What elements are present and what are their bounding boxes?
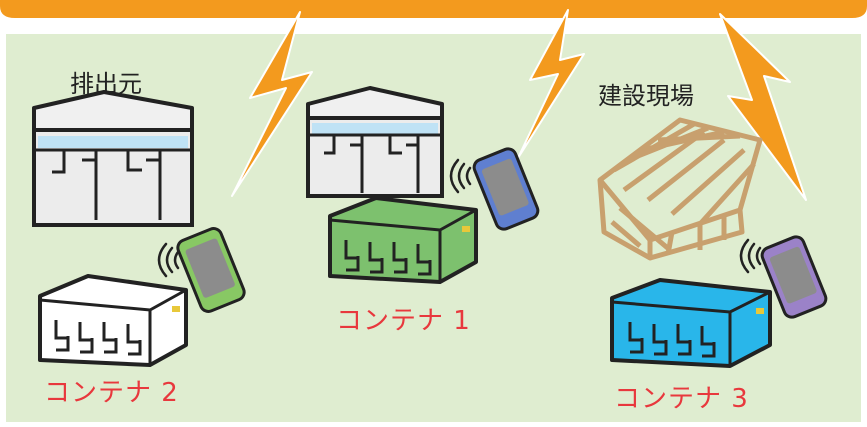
construction-frame-icon [597,117,763,261]
top-band [0,0,867,18]
container-2-label: コンテナ 2 [44,378,179,408]
smartphone-icon [472,147,540,231]
construction-site-label: 建設現場 [598,82,694,110]
container-3-label: コンテナ 3 [614,384,749,414]
source-label: 排出元 [70,70,142,98]
lightning-icon [231,11,313,197]
container-1-label: コンテナ 1 [336,306,471,336]
smartphone-icon [760,235,828,319]
smartphone-icon [176,227,246,313]
lightning-icon [719,13,807,201]
container-icon [38,274,188,367]
warehouse-icon [32,90,194,227]
warehouse-icon [306,86,444,198]
container-icon [328,196,478,284]
signal-icon [157,158,762,278]
container-icon [610,278,772,368]
